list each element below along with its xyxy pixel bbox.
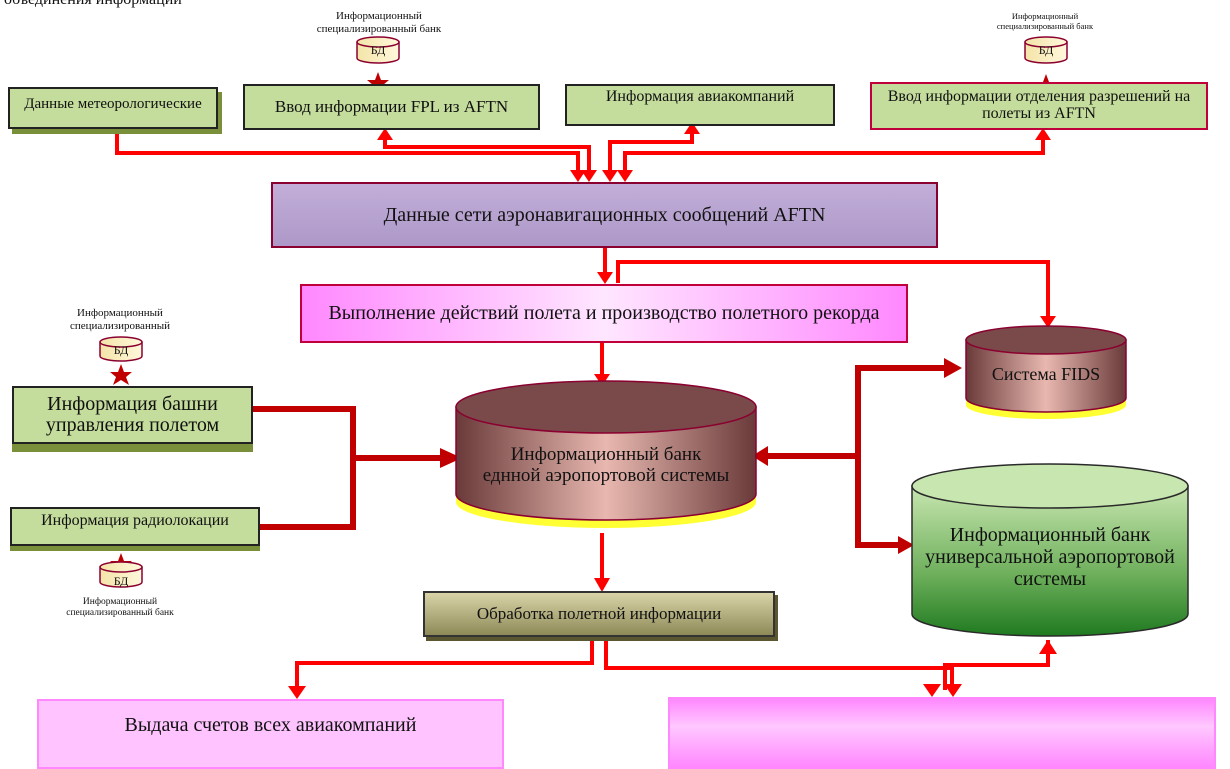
db-label-fpl: БД	[370, 43, 386, 57]
db-cylinder-radar	[99, 561, 143, 588]
arrowhead	[944, 358, 962, 378]
arrow-radar-central	[260, 458, 356, 530]
arrowhead	[1040, 316, 1056, 328]
fpl-box: Ввод информации FPL из AFTN	[243, 84, 540, 130]
arrowhead	[944, 684, 962, 697]
arrow-processing-billing	[295, 638, 594, 690]
airlines-info-box: Информация авиакомпаний	[565, 84, 835, 126]
arrowhead	[594, 578, 610, 592]
fids-label: Система FIDS	[991, 364, 1101, 385]
db-label-tower: БД	[113, 343, 129, 357]
connector-arrows	[99, 36, 1189, 699]
arrow-aftn-fids	[616, 260, 1050, 318]
db-caption-fpl: Информационный специализированный банк	[316, 10, 442, 35]
arrow-central-fids	[762, 365, 950, 459]
arrowhead	[288, 686, 306, 699]
radar-box: Информация радиолокации	[10, 507, 260, 546]
arrowhead	[597, 272, 613, 284]
processing-box: Обработка полетной информации	[423, 591, 775, 637]
db-label-permits: БД	[1038, 43, 1054, 57]
arrowhead	[570, 170, 586, 182]
star-connector	[110, 364, 132, 385]
arrow-tower-central	[253, 406, 446, 461]
arrowhead	[594, 374, 610, 386]
arrowhead	[581, 170, 597, 182]
arrowhead	[684, 122, 700, 134]
permits-box: Ввод информации отделения разрешений на …	[870, 82, 1208, 130]
meteo-box: Данные метеорологические	[8, 87, 218, 129]
fids-cylinder	[965, 325, 1127, 419]
universal-bank-label: Информационный банк универсальной аэропо…	[925, 524, 1175, 590]
arrow-central-universal	[855, 456, 905, 548]
db-caption-radar: Информационный специализированный банк	[66, 597, 174, 618]
header-fragment: объединения информации	[4, 0, 182, 9]
billing-box: Выдача счетов всех авиакомпаний	[37, 699, 504, 769]
central-bank-cylinder	[455, 380, 757, 528]
universal-bank-cylinder	[911, 463, 1189, 637]
arrowhead	[617, 170, 633, 182]
arrowhead	[377, 128, 393, 140]
db-caption-permits: Информационный специализированный банк	[996, 11, 1094, 31]
aftn-box: Данные сети аэронавигационных сообщений …	[271, 182, 938, 248]
db-cylinder-tower	[99, 336, 143, 362]
arrow-permits-aftn	[623, 138, 1045, 172]
bottom-right-box	[668, 697, 1216, 769]
arrowhead	[602, 170, 618, 182]
db-label-radar: БД	[113, 574, 129, 588]
arrow-airlines-aftn	[608, 132, 694, 172]
arrow-right-universal	[943, 640, 1050, 690]
arrow-meteo-aftn	[115, 128, 580, 172]
arrow-processing-right	[604, 638, 954, 690]
arrowhead	[440, 448, 462, 468]
db-cylinder-fpl	[356, 36, 400, 64]
arrowhead	[752, 446, 768, 466]
arrowhead	[1035, 128, 1051, 140]
arrowhead	[1039, 640, 1057, 654]
flight-actions-box: Выполнение действий полета и производств…	[300, 284, 908, 343]
arrowhead	[898, 536, 914, 554]
db-cylinder-permits	[1024, 36, 1068, 64]
central-bank-label: Информационный банк еднной аэропортовой …	[482, 444, 730, 486]
tower-box: Информация башни управления полетом	[12, 386, 253, 444]
arrowhead	[923, 684, 941, 697]
db-caption-tower: Информационный специализированный	[70, 307, 170, 332]
arrow-fpl-aftn	[383, 138, 591, 172]
